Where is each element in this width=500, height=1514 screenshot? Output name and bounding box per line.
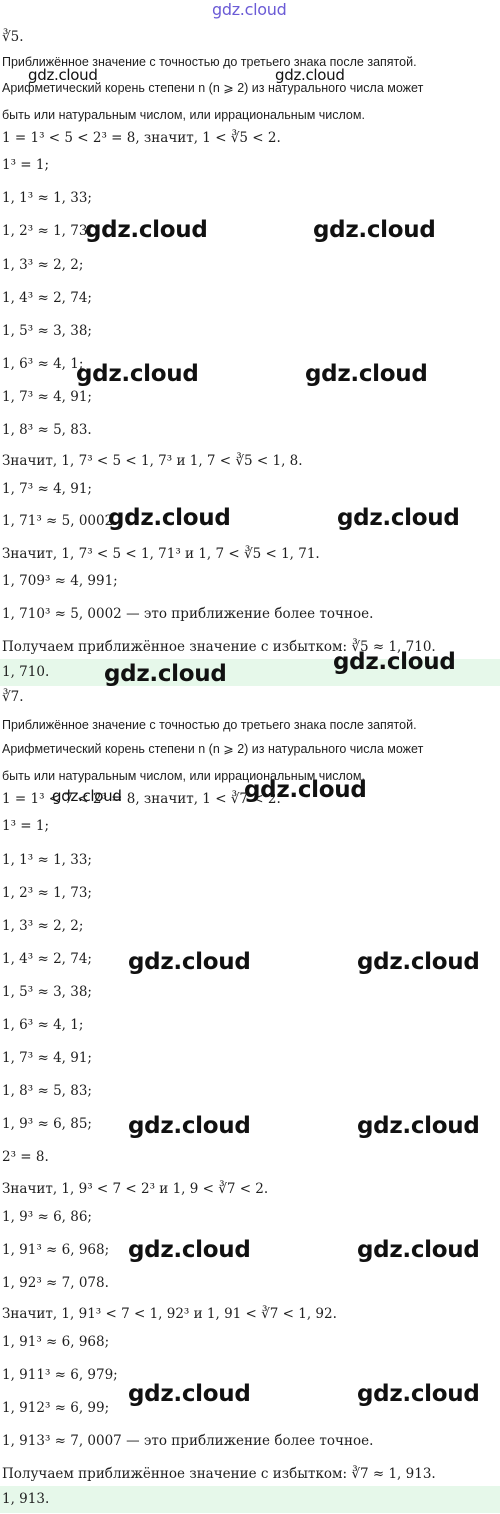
problem-title: ∛7. [2, 689, 24, 705]
math-line: 1³ = 1; [2, 818, 50, 834]
math-line: 1, 8³ ≈ 5, 83; [2, 1083, 92, 1099]
conclusion-line: Значит, 1, 9³ < 7 < 2³ и 1, 9 < ∛7 < 2. [2, 1181, 269, 1197]
math-line: 1, 6³ ≈ 4, 1; [2, 356, 84, 372]
math-line: 1 = 1³ < 5 < 2³ = 8, значит, 1 < ∛5 < 2. [2, 130, 281, 146]
watermark: gdz.cloud [108, 505, 231, 531]
math-line: 1, 91³ ≈ 6, 968; [2, 1242, 110, 1258]
conclusion-line: Получаем приближённое значение с избытко… [2, 1466, 436, 1482]
watermark: gdz.cloud [357, 1113, 480, 1139]
conclusion-line: Значит, 1, 7³ < 5 < 1, 7³ и 1, 7 < ∛5 < … [2, 453, 303, 469]
math-line: 1, 911³ ≈ 6, 979; [2, 1367, 118, 1383]
math-line: 1, 4³ ≈ 2, 74; [2, 290, 92, 306]
math-line: 1, 1³ ≈ 1, 33; [2, 190, 92, 206]
math-line: 1, 3³ ≈ 2, 2; [2, 918, 84, 934]
math-line: 1, 71³ ≈ 5, 0002. [2, 513, 118, 529]
watermark: gdz.cloud [128, 1113, 251, 1139]
watermark: gdz.cloud [212, 0, 287, 19]
solution-text: Приближённое значение с точностью до тре… [2, 55, 417, 69]
math-line: 1, 709³ ≈ 4, 991; [2, 573, 118, 589]
problem-title: ∛5. [2, 29, 24, 45]
conclusion-line: Получаем приближённое значение с избытко… [2, 639, 436, 655]
watermark: gdz.cloud [244, 777, 367, 803]
watermark: gdz.cloud [357, 949, 480, 975]
math-line: 1, 3³ ≈ 2, 2; [2, 257, 84, 273]
watermark: gdz.cloud [357, 1237, 480, 1263]
math-line: 1, 2³ ≈ 1, 73; [2, 223, 92, 239]
solution-text: быть или натуральным числом, или иррацио… [2, 769, 365, 783]
math-line: 1, 7³ ≈ 4, 91; [2, 1050, 92, 1066]
math-line: 1, 91³ ≈ 6, 968; [2, 1334, 110, 1350]
answer-text: 1, 913. [2, 1491, 50, 1507]
math-line: 1, 912³ ≈ 6, 99; [2, 1400, 110, 1416]
math-line: 1, 9³ ≈ 6, 86; [2, 1209, 92, 1225]
watermark: gdz.cloud [28, 66, 98, 84]
watermark: gdz.cloud [333, 649, 456, 675]
watermark: gdz.cloud [128, 1381, 251, 1407]
solution-text: Арифметический корень степени n (n ⩾ 2) … [2, 742, 424, 756]
math-line: 1³ = 1; [2, 157, 50, 173]
math-line: 1 = 1³ < 7 < 2³ = 8, значит, 1 < ∛7 < 2. [2, 791, 281, 807]
math-line: 1, 1³ ≈ 1, 33; [2, 852, 92, 868]
solution-text: быть или натуральным числом, или иррацио… [2, 108, 365, 122]
math-line: 1, 7³ ≈ 4, 91; [2, 389, 92, 405]
watermark: gdz.cloud [128, 949, 251, 975]
math-line: 2³ = 8. [2, 1149, 49, 1165]
watermark: gdz.cloud [313, 217, 436, 243]
math-line: 1, 8³ ≈ 5, 83. [2, 422, 92, 438]
conclusion-line: Значит, 1, 91³ < 7 < 1, 92³ и 1, 91 < ∛7… [2, 1306, 337, 1322]
watermark: gdz.cloud [305, 361, 428, 387]
math-line: 1, 5³ ≈ 3, 38; [2, 984, 92, 1000]
math-line: 1, 6³ ≈ 4, 1; [2, 1017, 84, 1033]
solution-text: Арифметический корень степени n (n ⩾ 2) … [2, 81, 424, 95]
watermark: gdz.cloud [76, 361, 199, 387]
watermark: gdz.cloud [85, 217, 208, 243]
watermark: gdz.cloud [357, 1381, 480, 1407]
watermark: gdz.cloud [52, 787, 122, 805]
math-line: 1, 2³ ≈ 1, 73; [2, 885, 92, 901]
answer-text: 1, 710. [2, 664, 50, 680]
answer-box: 1, 710. [0, 659, 500, 686]
math-line: 1, 913³ ≈ 7, 0007 — это приближение боле… [2, 1433, 374, 1449]
answer-box: 1, 913. [0, 1486, 500, 1513]
conclusion-line: Значит, 1, 7³ < 5 < 1, 71³ и 1, 7 < ∛5 <… [2, 546, 320, 562]
watermark: gdz.cloud [275, 66, 345, 84]
math-line: 1, 5³ ≈ 3, 38; [2, 323, 92, 339]
math-line: 1, 7³ ≈ 4, 91; [2, 481, 92, 497]
watermark: gdz.cloud [128, 1237, 251, 1263]
math-line: 1, 9³ ≈ 6, 85; [2, 1116, 92, 1132]
math-line: 1, 710³ ≈ 5, 0002 — это приближение боле… [2, 606, 374, 622]
solution-text: Приближённое значение с точностью до тре… [2, 718, 417, 732]
watermark: gdz.cloud [337, 505, 460, 531]
math-line: 1, 4³ ≈ 2, 74; [2, 951, 92, 967]
watermark: gdz.cloud [104, 661, 227, 687]
math-line: 1, 92³ ≈ 7, 078. [2, 1275, 109, 1291]
